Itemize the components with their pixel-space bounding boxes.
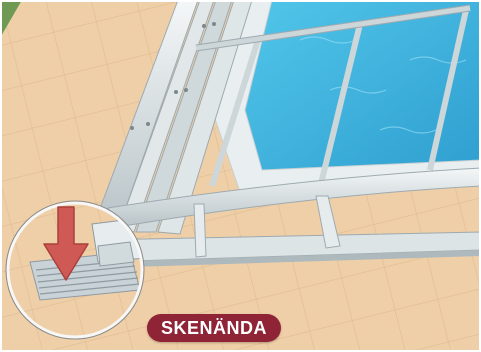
caption-badge: SKENÄNDA <box>147 314 281 342</box>
